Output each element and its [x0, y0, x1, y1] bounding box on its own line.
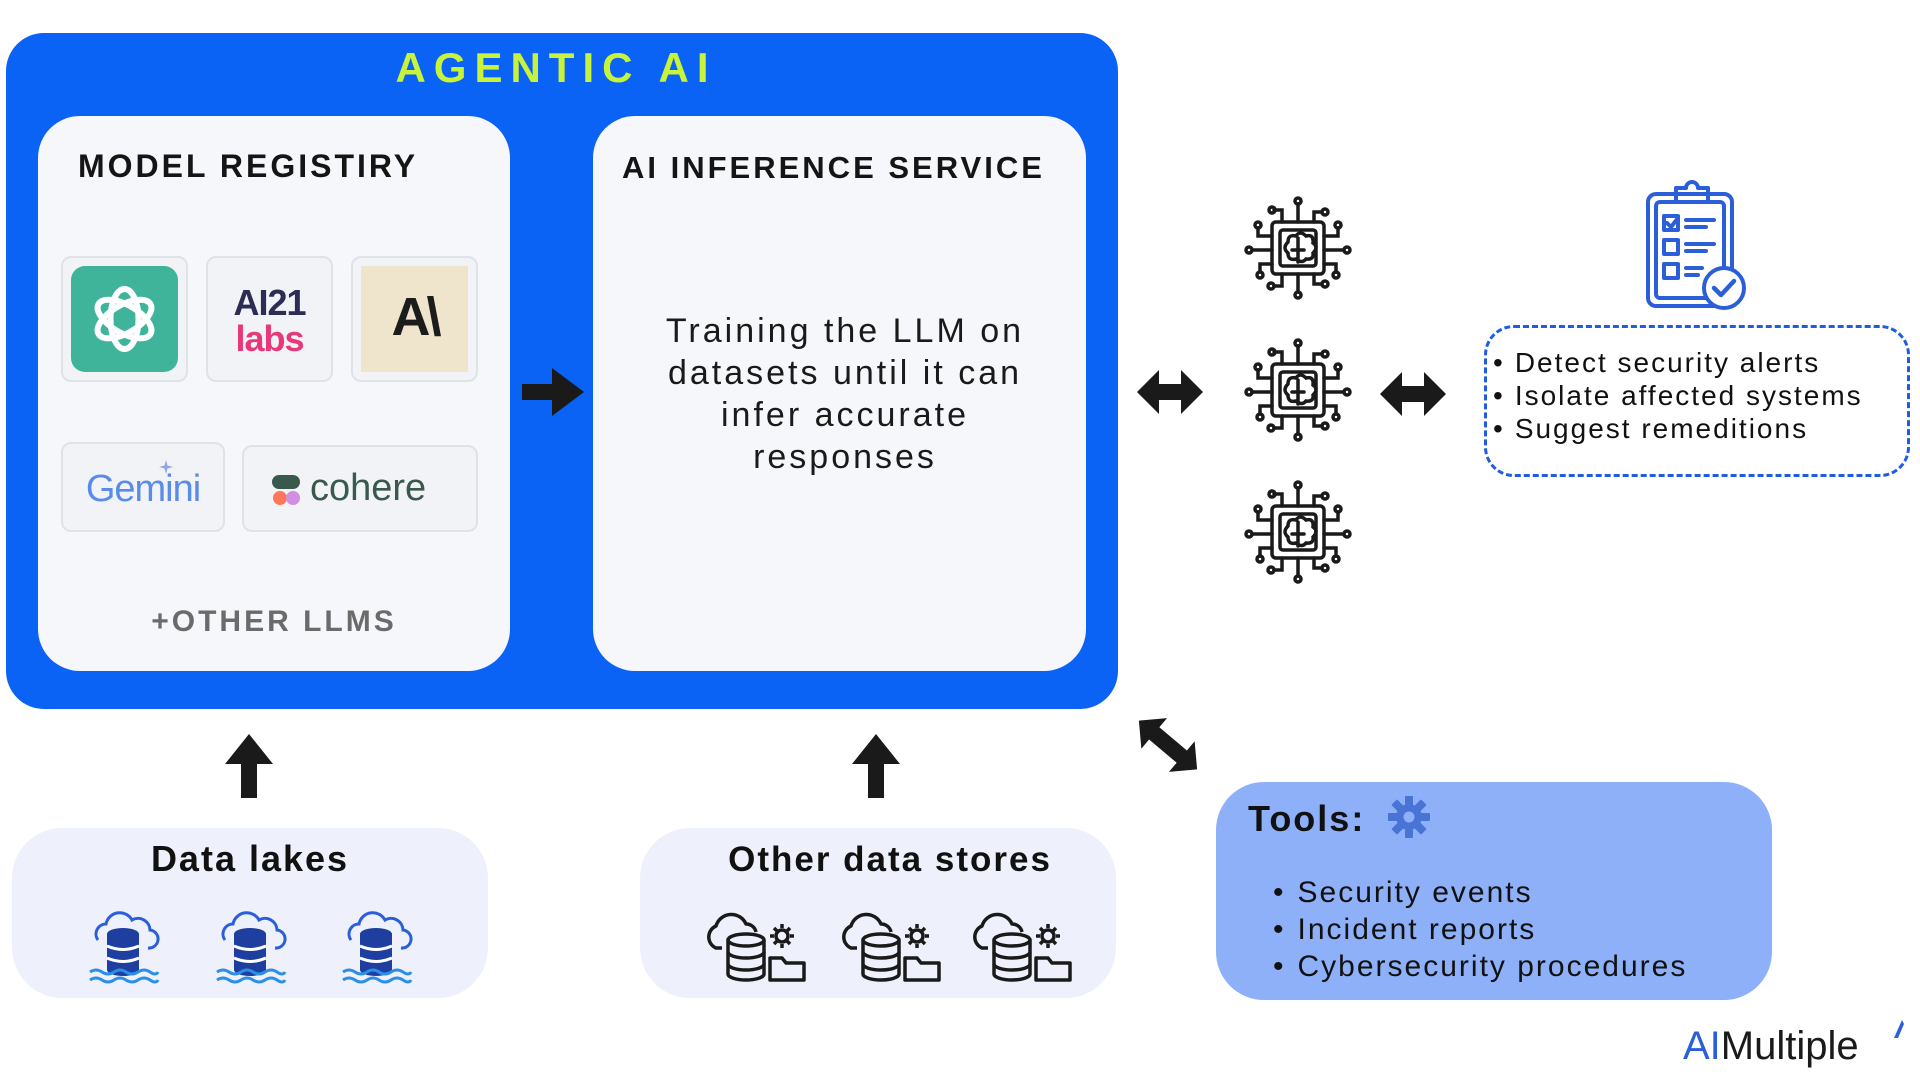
tools-item: Security events: [1273, 874, 1687, 911]
ai-chip-brain-icon: [1244, 196, 1352, 300]
actions-list: Detect security alerts Isolate affected …: [1493, 346, 1863, 445]
other-llms-label: +OTHER LLMS: [151, 605, 397, 638]
action-item: Isolate affected systems: [1493, 379, 1863, 412]
brand-multiple: Multiple: [1720, 1024, 1859, 1068]
ai21-logo-line2: labs: [235, 318, 304, 359]
clipboard-checklist-icon: [1646, 180, 1746, 310]
agentic-ai-title: AGENTIC AI: [395, 44, 717, 91]
action-item: Detect security alerts: [1493, 346, 1863, 379]
cloud-database-icon: [216, 911, 287, 984]
data-lakes-title: Data lakes: [150, 838, 350, 879]
model-registry-title: MODEL REGISTIRY: [78, 148, 419, 184]
ai-chip-brain-icon: [1244, 338, 1352, 442]
brand-ai: AI: [1683, 1024, 1721, 1068]
cloud-storage-folder-icon: [842, 912, 941, 982]
cohere-logo-tile: cohere: [242, 445, 478, 532]
gemini-logo-text: Gemini: [85, 468, 201, 510]
gemini-sparkle-icon: [159, 460, 173, 474]
inference-service-title: AI INFERENCE SERVICE: [622, 150, 1045, 185]
tools-item: Incident reports: [1273, 911, 1687, 948]
model-registry-panel: [38, 116, 510, 671]
inference-service-description: Training the LLM on datasets until it ca…: [665, 312, 1025, 476]
openai-logo-tile: [61, 256, 188, 382]
cloud-storage-folder-icon: [973, 912, 1072, 982]
double-arrow-icon: [1380, 372, 1446, 416]
cloud-database-icon: [89, 911, 160, 984]
tools-item: Cybersecurity procedures: [1273, 948, 1687, 985]
tools-title: Tools:: [1248, 798, 1366, 839]
gear-icon: [1388, 796, 1430, 838]
cohere-mark-icon: [272, 475, 300, 505]
tools-list: Security events Incident reports Cyberse…: [1273, 874, 1687, 985]
other-data-stores-title: Other data stores: [728, 840, 1052, 879]
inference-service-panel: [593, 116, 1086, 671]
cloud-storage-folder-icon: [707, 912, 806, 982]
openai-logo-icon: [71, 266, 178, 372]
gemini-logo-tile: Gemini: [61, 442, 225, 532]
double-arrow-icon: [1137, 370, 1203, 414]
arrow-right-icon: [522, 368, 584, 416]
ai21-logo-line1: AI21: [233, 282, 306, 323]
cohere-logo-text: cohere: [310, 467, 427, 509]
ai-chip-brain-icon: [1244, 480, 1352, 584]
brand-accent-icon: [1894, 1020, 1904, 1038]
aimultiple-brand: AIMultiple: [1683, 1024, 1859, 1069]
arrow-up-icon: [225, 734, 273, 798]
diagonal-double-arrow-icon: [1138, 718, 1198, 772]
cloud-database-icon: [342, 911, 413, 984]
ai21-labs-logo-tile: AI21 labs: [206, 256, 333, 382]
anthropic-logo-bg: [361, 266, 468, 372]
action-item: Suggest remeditions: [1493, 412, 1863, 445]
anthropic-logo-text: A\: [391, 287, 442, 347]
actions-box: [1484, 325, 1910, 477]
arrow-up-icon: [852, 734, 900, 798]
anthropic-logo-tile: A\: [351, 256, 478, 382]
